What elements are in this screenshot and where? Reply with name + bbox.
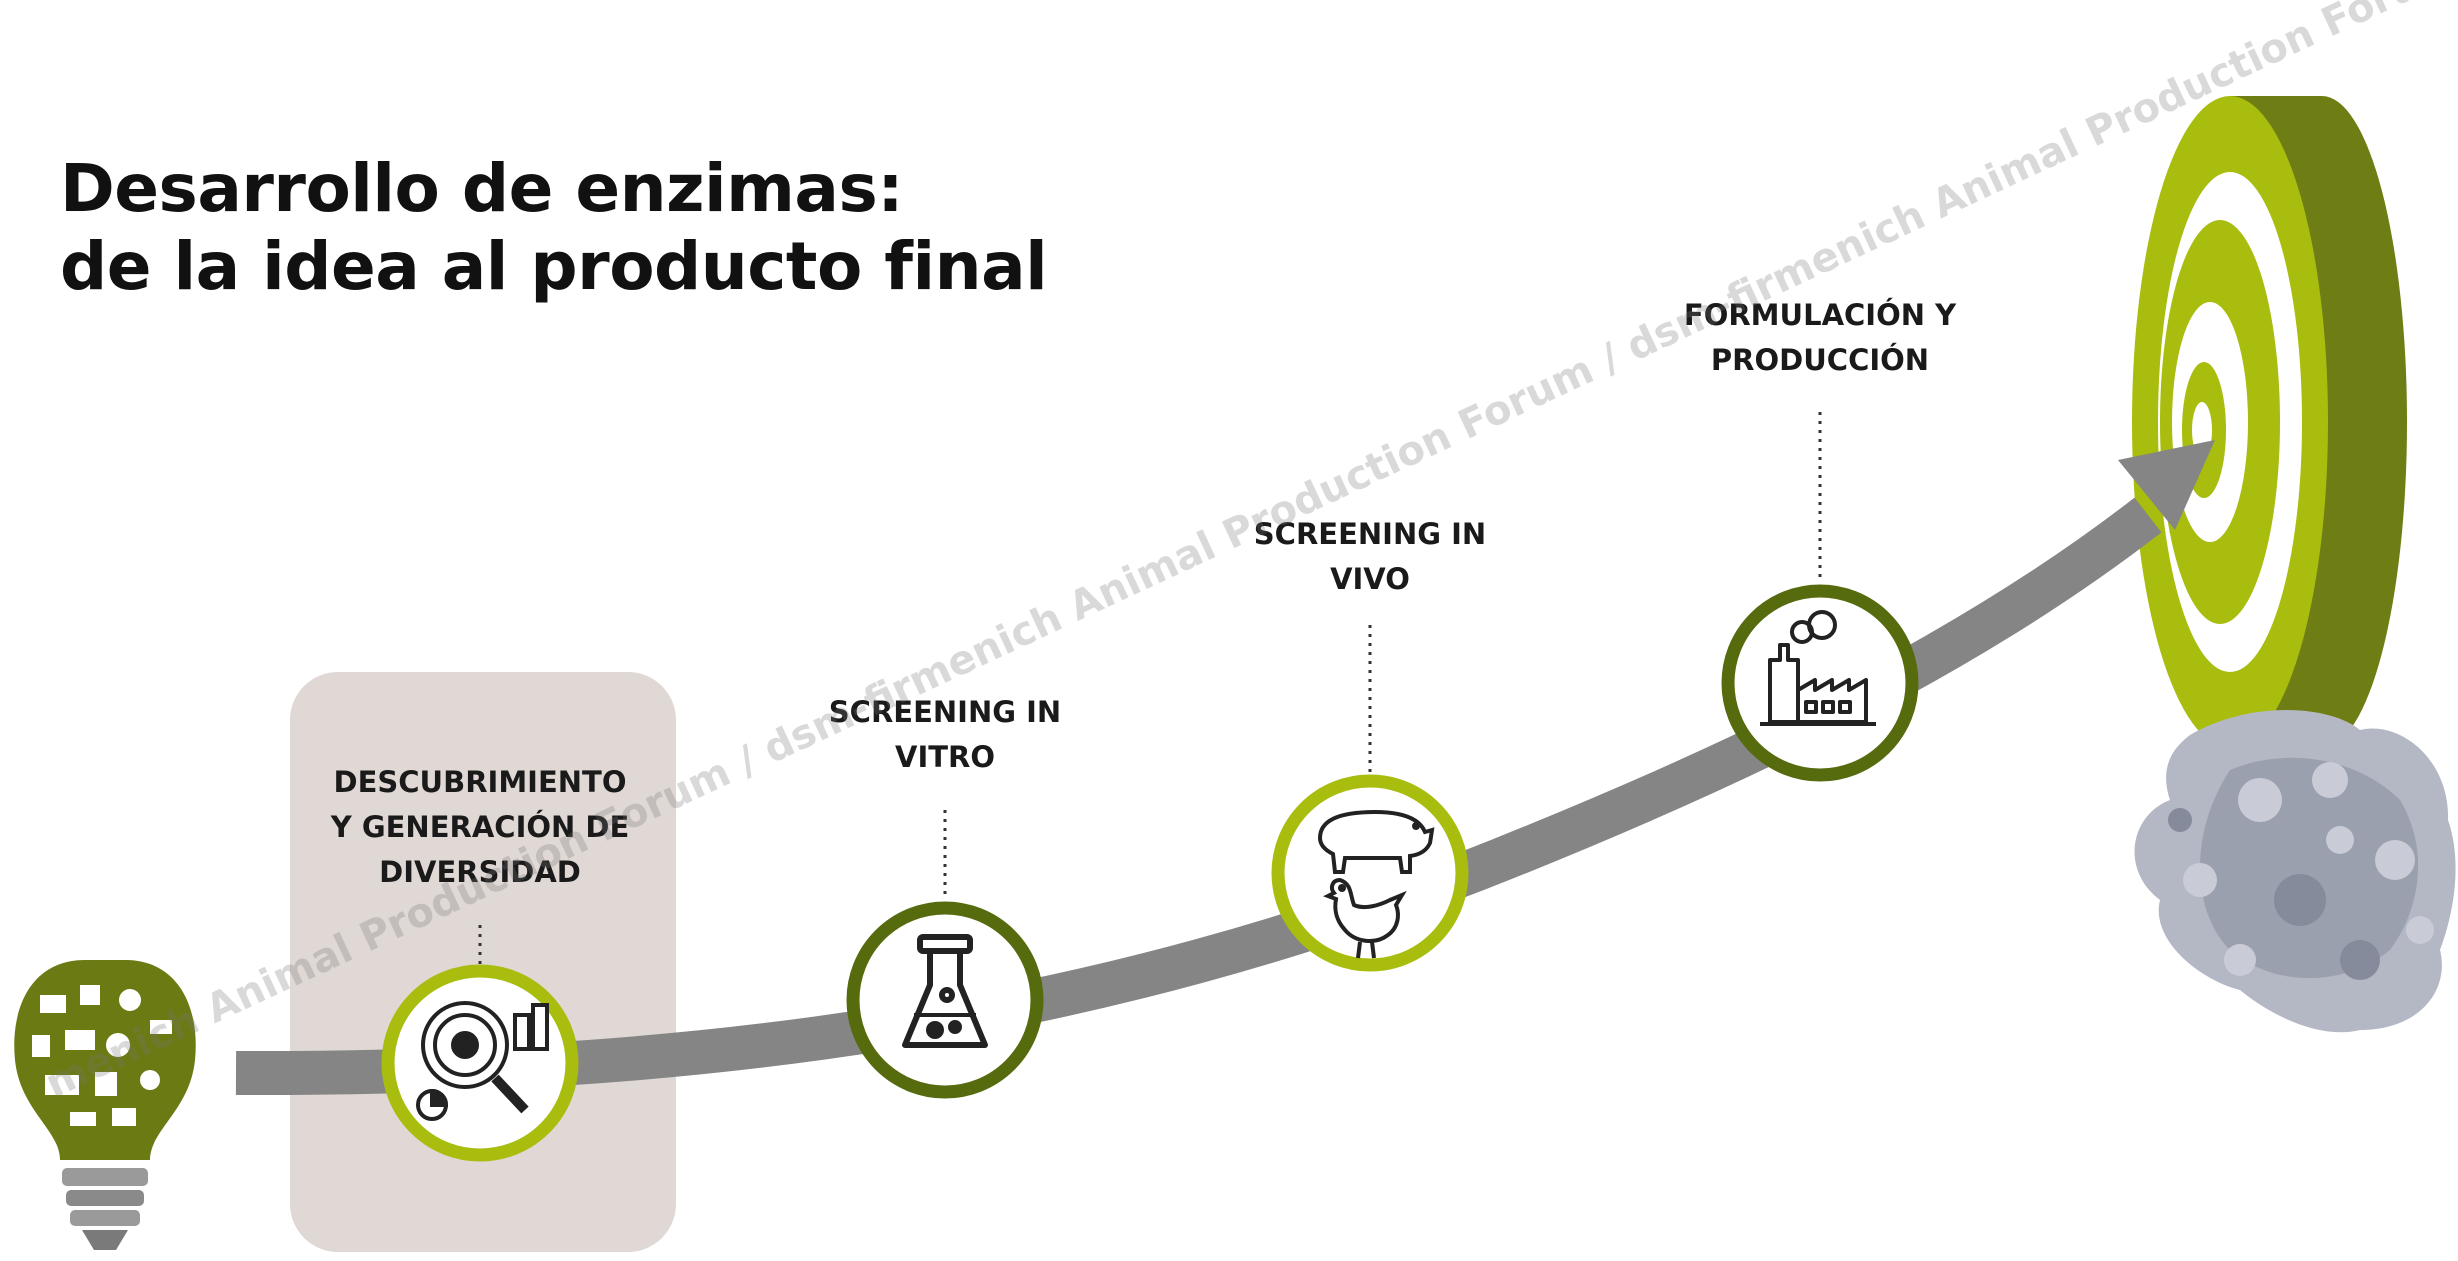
- step-in-vitro-node: [846, 901, 1044, 1099]
- pig-icon: [1317, 809, 1435, 874]
- step-label-production: FORMULACIÓN Y PRODUCCIÓN: [1655, 293, 1985, 383]
- step-label-discovery-line-1: DESCUBRIMIENTO: [333, 765, 627, 799]
- page-title: Desarrollo de enzimas: de la idea al pro…: [60, 150, 1048, 306]
- step-label-discovery: DESCUBRIMIENTO Y GENERACIÓN DE DIVERSIDA…: [300, 760, 660, 895]
- step-label-in-vivo-line-1: SCREENING IN: [1253, 517, 1487, 551]
- flask-icon: [902, 934, 988, 1048]
- step-production-node: [1721, 584, 1919, 782]
- step-discovery-node: [381, 964, 579, 1162]
- step-label-in-vitro: SCREENING IN VITRO: [790, 690, 1100, 780]
- step-label-in-vivo: SCREENING IN VIVO: [1215, 512, 1525, 602]
- step-label-discovery-line-2: Y GENERACIÓN DE: [330, 810, 630, 844]
- magnifier-analysis-icon: [416, 1001, 549, 1121]
- title-line-2: de la idea al producto final: [60, 228, 1048, 305]
- highlight-panel: [290, 672, 676, 1252]
- factory-icon: [1760, 610, 1876, 726]
- step-label-in-vivo-line-2: VIVO: [1330, 562, 1410, 596]
- target-icon: [2132, 96, 2407, 748]
- chicken-icon: [1323, 877, 1407, 959]
- title-line-1: Desarrollo de enzimas:: [60, 150, 904, 227]
- step-label-discovery-line-3: DIVERSIDAD: [379, 855, 581, 889]
- step-label-production-line-2: PRODUCCIÓN: [1710, 343, 1930, 377]
- step-label-in-vitro-line-1: SCREENING IN: [828, 695, 1062, 729]
- step-label-production-line-1: FORMULACIÓN Y: [1683, 298, 1957, 332]
- step-in-vivo-node: [1271, 774, 1469, 972]
- protein-structure-image: [2134, 710, 2456, 1033]
- lightbulb-icon: [14, 960, 196, 1250]
- step-label-in-vitro-line-2: VITRO: [895, 740, 995, 774]
